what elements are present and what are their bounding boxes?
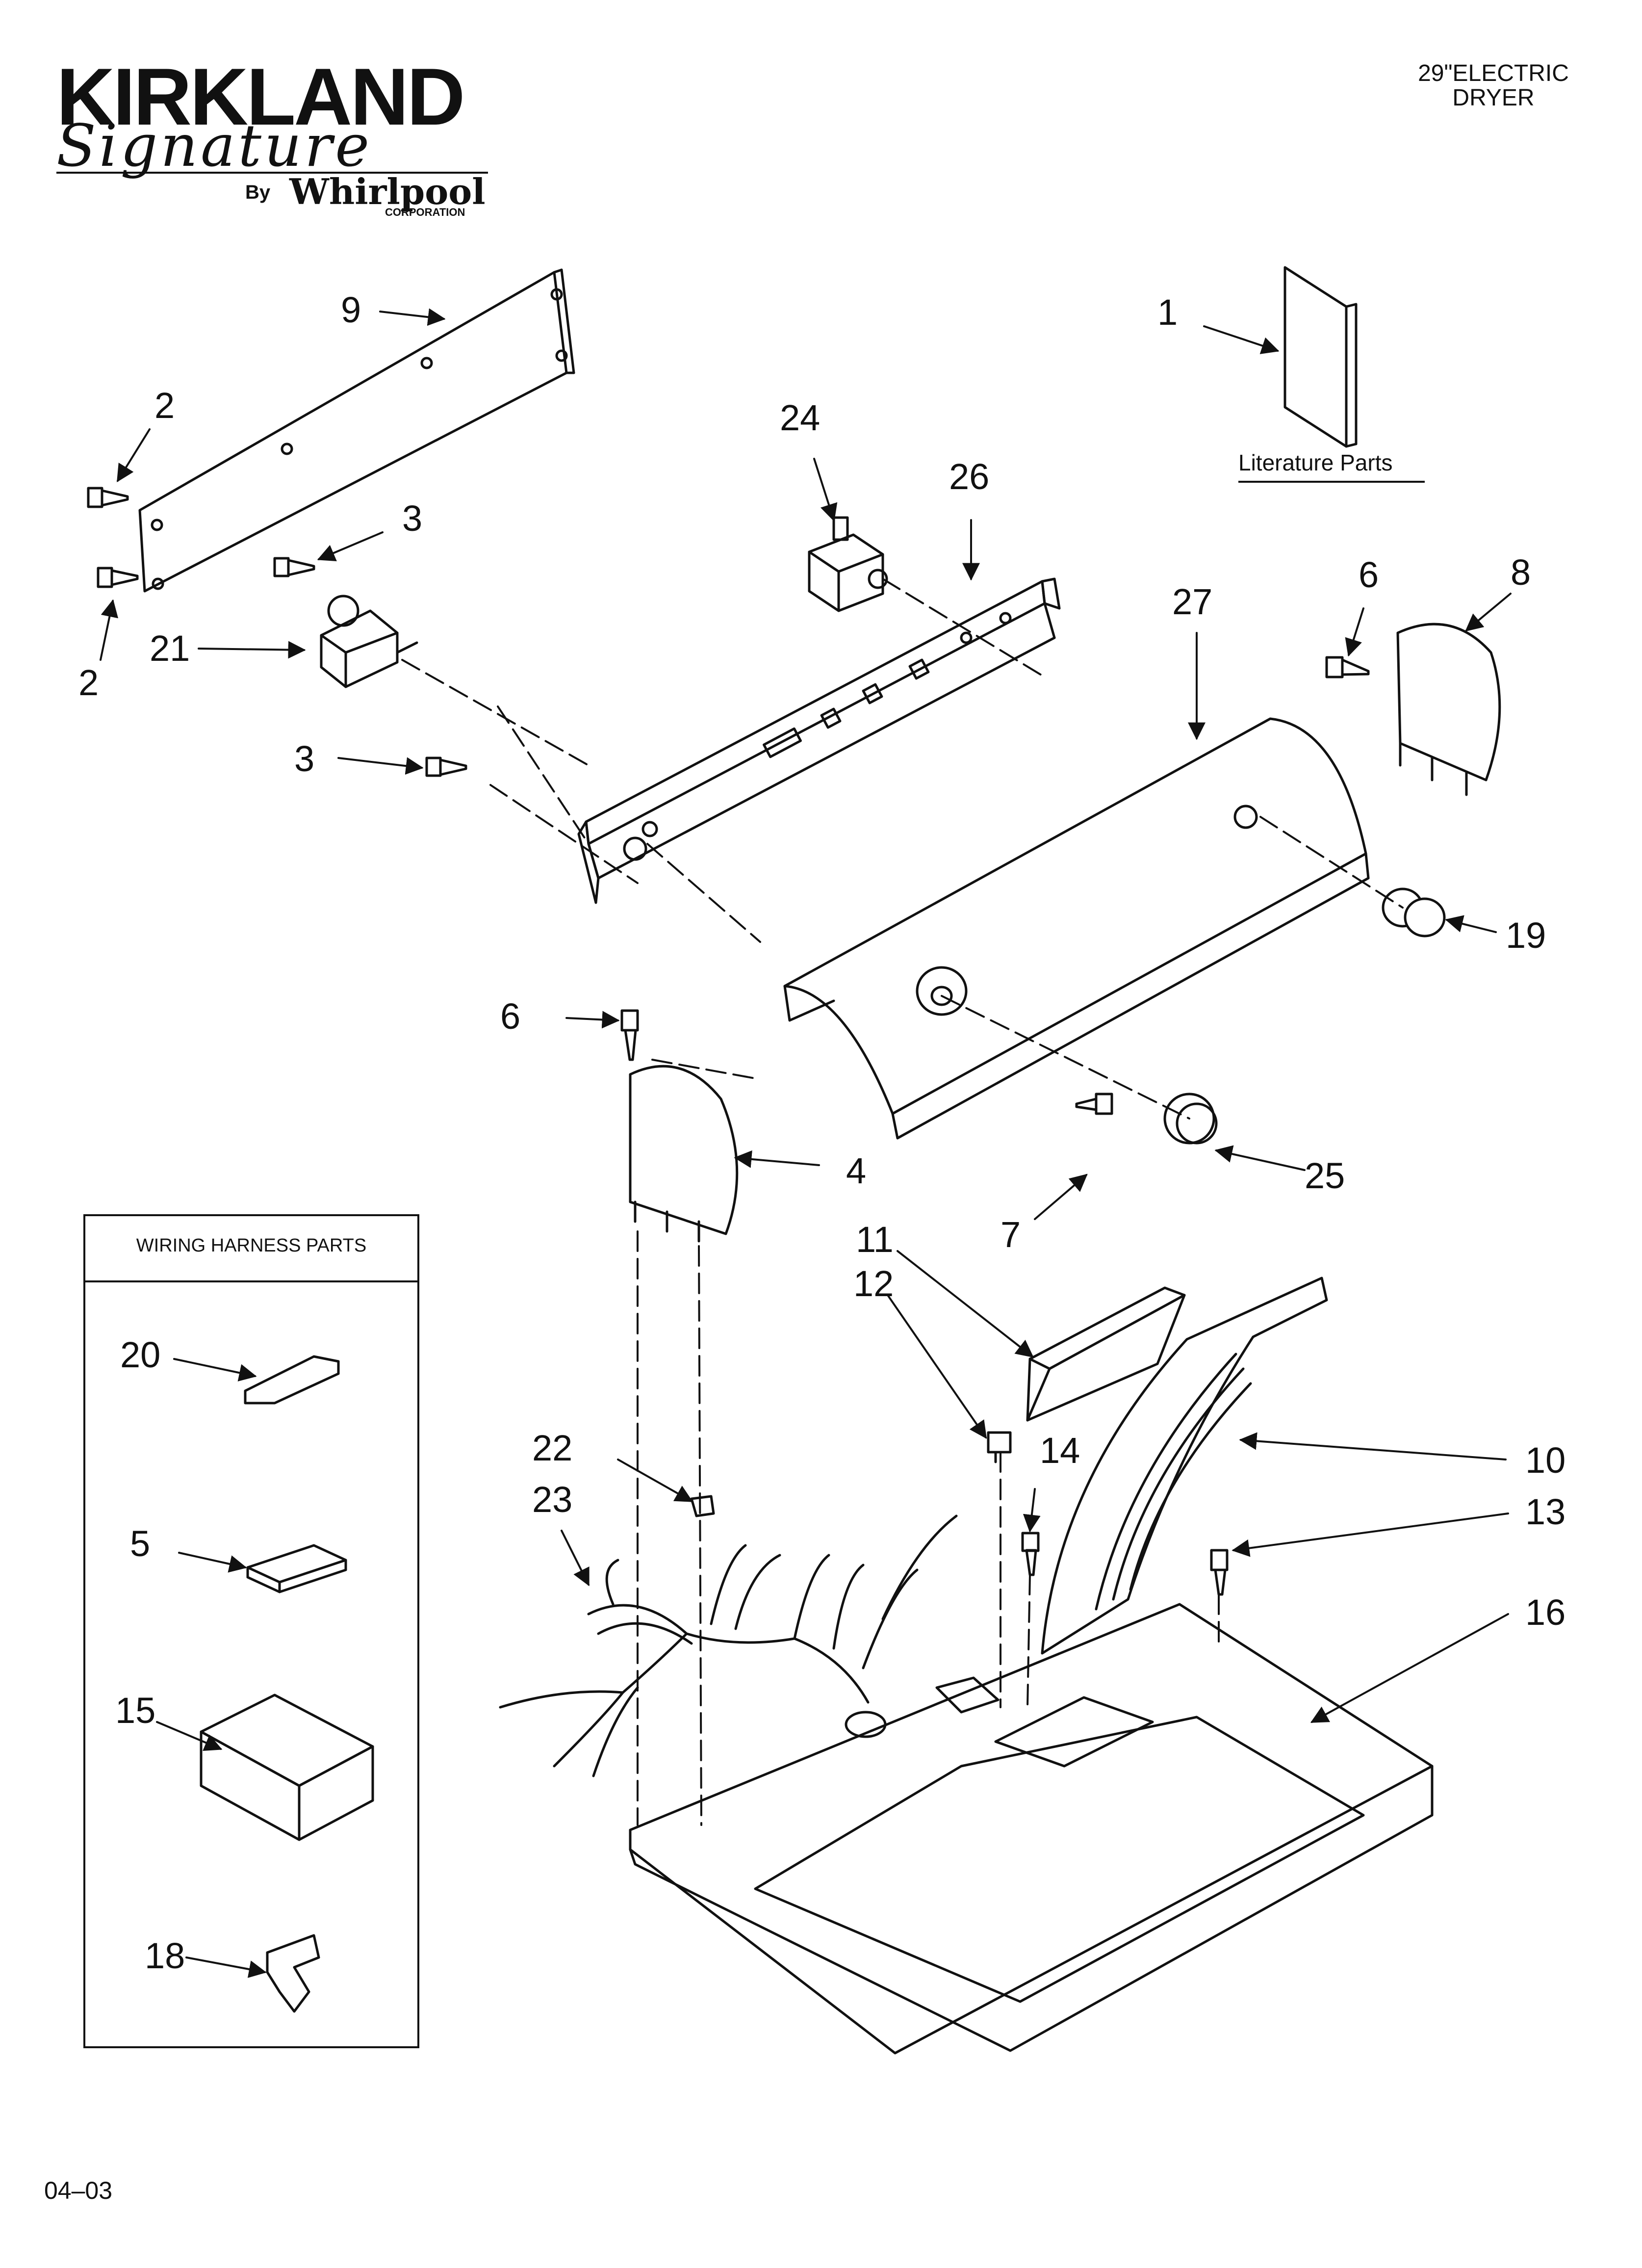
callout-22: 22 <box>532 1428 573 1468</box>
callout-26: 26 <box>949 456 990 497</box>
part-14-screw <box>1021 1532 1040 1576</box>
callout-8: 8 <box>1511 552 1531 593</box>
part-10-lint-screen-housing <box>1041 1277 1328 1655</box>
callout-24: 24 <box>780 397 821 438</box>
callout-7: 7 <box>1001 1214 1021 1255</box>
callout-23: 23 <box>532 1479 573 1520</box>
brand-signature: Signature <box>56 112 373 180</box>
footer-code: 04–03 <box>44 2177 113 2204</box>
callout-21: 21 <box>150 628 190 669</box>
callout-1: 1 <box>1157 292 1178 333</box>
part-3-screw-upper <box>273 557 315 577</box>
model-line-2: DRYER <box>1452 85 1535 111</box>
wiring-harness-divider <box>83 1280 419 1282</box>
part-6-screw-left <box>620 1009 639 1061</box>
part-2-screw-upper <box>87 487 129 508</box>
part-19-knob <box>1382 887 1446 938</box>
part-7-screw <box>1075 1093 1113 1115</box>
part-24-timer <box>808 516 888 612</box>
part-16-dryer-top <box>629 1603 1434 2055</box>
callout-3-lower: 3 <box>294 738 315 779</box>
callout-2-lower: 2 <box>78 662 99 703</box>
callout-3-upper: 3 <box>402 498 423 539</box>
brand-divider <box>56 172 488 174</box>
part-1-literature <box>1283 266 1358 448</box>
part-18-clip <box>266 1934 320 2013</box>
part-22-clip <box>690 1495 715 1517</box>
callout-2-upper: 2 <box>154 385 175 426</box>
wiring-harness-title: WIRING HARNESS PARTS <box>136 1235 367 1256</box>
callout-11: 11 <box>856 1219 894 1260</box>
callout-27: 27 <box>1172 581 1213 622</box>
brand-corporation: CORPORATION <box>385 206 465 218</box>
callout-6-right: 6 <box>1359 554 1379 595</box>
part-26-control-bracket <box>577 577 1061 904</box>
model-title: 29"ELECTRIC DRYER <box>1395 61 1591 111</box>
callout-12: 12 <box>853 1263 894 1304</box>
part-8-end-cap-right <box>1396 623 1501 796</box>
part-5-connector <box>246 1544 347 1593</box>
part-11-lint-filter <box>1026 1286 1186 1422</box>
brand-whirlpool: Whirlpool <box>289 171 486 212</box>
model-line-1: 29"ELECTRIC <box>1418 60 1569 86</box>
part-9-console-rear-panel <box>138 268 575 593</box>
brand-by: By <box>245 182 271 203</box>
part-12-clip <box>987 1431 1012 1463</box>
wiring-harness-box <box>83 1214 419 2048</box>
part-20-terminal <box>244 1355 340 1405</box>
literature-label: Literature Parts <box>1238 450 1393 475</box>
callout-4: 4 <box>846 1150 867 1191</box>
part-2-screw-lower <box>97 567 139 588</box>
callout-15: 15 <box>115 1690 156 1731</box>
callout-10: 10 <box>1525 1440 1566 1481</box>
part-27-console <box>783 717 1370 1140</box>
callout-6-left: 6 <box>500 996 521 1037</box>
literature-underline <box>1238 481 1425 483</box>
part-4-end-cap-left <box>629 1065 739 1243</box>
part-15-connector-block <box>200 1694 374 1841</box>
part-21-switch <box>320 595 418 688</box>
callout-16: 16 <box>1525 1592 1566 1633</box>
brand-kirkland: KIRKLAND <box>56 52 465 142</box>
callout-14: 14 <box>1040 1430 1080 1471</box>
part-13-screw <box>1210 1549 1229 1596</box>
callout-25: 25 <box>1305 1155 1345 1196</box>
callout-13: 13 <box>1525 1491 1566 1532</box>
callout-5: 5 <box>130 1523 151 1564</box>
part-3-screw-lower <box>425 756 467 777</box>
callout-20: 20 <box>120 1334 161 1375</box>
part-6-screw-right <box>1325 656 1370 678</box>
callout-18: 18 <box>145 1935 185 1976</box>
callout-9: 9 <box>341 289 361 330</box>
part-25-knob <box>1163 1093 1218 1145</box>
part-23-wiring-harness <box>499 1514 958 1777</box>
callout-19: 19 <box>1506 915 1546 956</box>
